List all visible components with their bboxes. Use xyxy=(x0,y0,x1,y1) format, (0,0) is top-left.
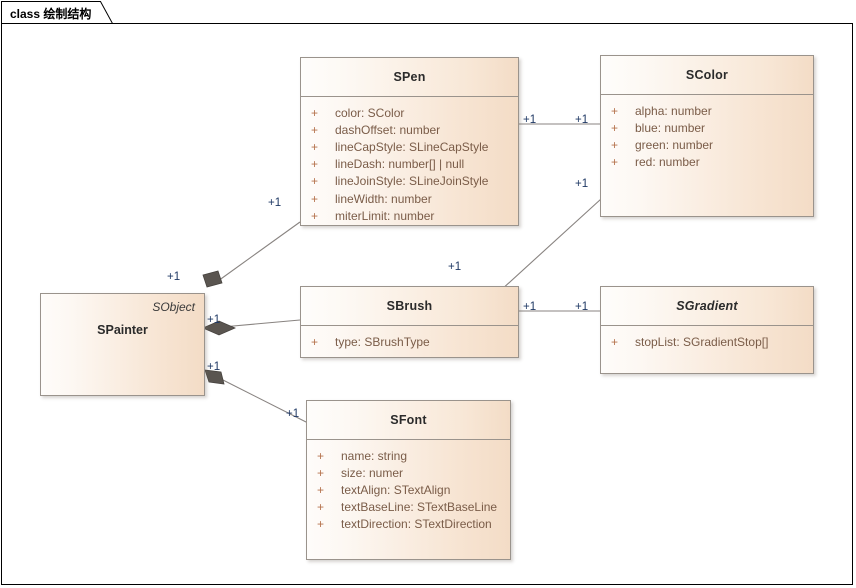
attribute-text: miterLimit: number xyxy=(335,208,435,223)
multiplicity-painter-font-src: +1 xyxy=(207,361,221,373)
class-attributes-sfont: + name: string + size: numer + textAlign… xyxy=(307,440,510,539)
multiplicity-brush-gradient-src: +1 xyxy=(523,301,537,313)
attribute-visibility: + xyxy=(311,208,319,223)
tab-shape-icon xyxy=(1,1,113,24)
class-stereotype-spainter: SObject xyxy=(152,300,195,314)
attribute-visibility: + xyxy=(311,105,319,120)
multiplicity-pen-color-src: +1 xyxy=(523,114,537,126)
multiplicity-brush-color-dst: +1 xyxy=(575,178,589,190)
attribute-row: + textBaseLine: STextBaseLine xyxy=(307,499,510,516)
class-attributes-spen: + color: SColor + dashOffset: number + l… xyxy=(301,97,518,230)
attribute-row: + textAlign: STextAlign xyxy=(307,481,510,498)
class-title-sgradient: SGradient xyxy=(676,299,738,313)
multiplicity-painter-pen-dst: +1 xyxy=(268,197,282,209)
attribute-row: + size: numer xyxy=(307,464,510,481)
attribute-row: + alpha: number xyxy=(601,102,813,119)
class-header-scolor: SColor xyxy=(601,56,813,95)
attribute-visibility: + xyxy=(311,174,319,189)
attribute-text: size: numer xyxy=(341,465,404,480)
class-box-sgradient[interactable]: SGradient + stopList: SGradientStop[] xyxy=(600,286,814,374)
class-attributes-sgradient: + stopList: SGradientStop[] xyxy=(601,326,813,356)
attribute-text: color: SColor xyxy=(335,105,405,120)
class-box-spainter-inner: SObject SPainter xyxy=(41,294,204,395)
attribute-visibility: + xyxy=(317,465,325,480)
class-header-sbrush: SBrush xyxy=(301,287,518,326)
attribute-row: + blue: number xyxy=(601,119,813,136)
attribute-row: + lineDash: number[] | null xyxy=(301,156,518,173)
class-title-spainter: SPainter xyxy=(97,323,148,337)
diamond-painter-pen xyxy=(202,270,223,288)
attribute-row: + dashOffset: number xyxy=(301,121,518,138)
multiplicity-painter-brush-src: +1 xyxy=(207,314,221,326)
attribute-text: lineWidth: number xyxy=(335,191,432,206)
class-header-spen: SPen xyxy=(301,58,518,97)
class-header-sgradient: SGradient xyxy=(601,287,813,326)
attribute-visibility: + xyxy=(317,448,325,463)
class-attributes-scolor: + alpha: number + blue: number + green: … xyxy=(601,95,813,177)
attribute-row: + stopList: SGradientStop[] xyxy=(601,333,813,350)
class-box-sbrush[interactable]: SBrush + type: SBrushType xyxy=(300,286,519,358)
attribute-row: + miterLimit: number xyxy=(301,207,518,224)
attribute-visibility: + xyxy=(611,120,619,135)
attribute-text: stopList: SGradientStop[] xyxy=(635,334,769,349)
class-title-sfont: SFont xyxy=(390,413,427,427)
class-box-sfont[interactable]: SFont + name: string + size: numer + tex… xyxy=(306,400,511,560)
class-title-scolor: SColor xyxy=(685,68,729,82)
attribute-visibility: + xyxy=(311,139,319,154)
diagram-tab[interactable]: class 绘制结构 xyxy=(1,1,113,24)
diagram-tab-label: class 绘制结构 xyxy=(10,7,92,21)
attribute-text: textDirection: STextDirection xyxy=(341,517,492,532)
attribute-row: + name: string xyxy=(307,447,510,464)
attribute-row: + red: number xyxy=(601,154,813,171)
attribute-visibility: + xyxy=(611,103,619,118)
attribute-row: + color: SColor xyxy=(301,104,518,121)
multiplicity-painter-font-dst: +1 xyxy=(286,408,300,420)
attribute-visibility: + xyxy=(611,137,619,152)
attribute-visibility: + xyxy=(611,155,619,170)
multiplicity-painter-pen-src: +1 xyxy=(167,271,181,283)
attribute-text: textBaseLine: STextBaseLine xyxy=(341,500,498,515)
link-painter-brush xyxy=(221,319,301,328)
attribute-text: dashOffset: number xyxy=(335,122,441,137)
attribute-text: lineJoinStyle: SLineJoinStyle xyxy=(335,174,489,189)
class-box-scolor[interactable]: SColor + alpha: number + blue: number + … xyxy=(600,55,814,217)
class-header-sfont: SFont xyxy=(307,401,510,440)
attribute-visibility: + xyxy=(317,482,325,497)
attribute-row: + lineJoinStyle: SLineJoinStyle xyxy=(301,173,518,190)
class-attributes-sbrush: + type: SBrushType xyxy=(301,326,518,356)
multiplicity-pen-color-dst: +1 xyxy=(575,114,589,126)
attribute-text: textAlign: STextAlign xyxy=(341,482,451,497)
attribute-visibility: + xyxy=(311,334,319,349)
attribute-row: + type: SBrushType xyxy=(301,333,518,350)
attribute-visibility: + xyxy=(311,122,319,137)
attribute-visibility: + xyxy=(311,157,319,172)
attribute-row: + lineWidth: number xyxy=(301,190,518,207)
link-painter-pen xyxy=(217,221,301,282)
class-box-spen[interactable]: SPen + color: SColor + dashOffset: numbe… xyxy=(300,57,519,226)
diagram-frame-top-edge xyxy=(107,23,853,24)
attribute-text: lineCapStyle: SLineCapStyle xyxy=(335,139,489,154)
attribute-row: + green: number xyxy=(601,136,813,153)
class-title-sbrush: SBrush xyxy=(386,299,433,313)
attribute-text: alpha: number xyxy=(635,103,712,118)
attribute-visibility: + xyxy=(317,517,325,532)
class-title-spen: SPen xyxy=(393,70,426,84)
attribute-text: lineDash: number[] | null xyxy=(335,157,465,172)
class-box-spainter[interactable]: SObject SPainter xyxy=(40,293,205,396)
multiplicity-brush-gradient-dst: +1 xyxy=(575,301,589,313)
attribute-text: name: string xyxy=(341,448,408,463)
attribute-text: red: number xyxy=(635,155,700,170)
attribute-text: green: number xyxy=(635,137,714,152)
attribute-row: + lineCapStyle: SLineCapStyle xyxy=(301,138,518,155)
attribute-row: + textDirection: STextDirection xyxy=(307,516,510,533)
attribute-text: blue: number xyxy=(635,120,706,135)
attribute-visibility: + xyxy=(317,500,325,515)
multiplicity-brush-color-src: +1 xyxy=(448,261,462,273)
attribute-visibility: + xyxy=(311,191,319,206)
attribute-text: type: SBrushType xyxy=(335,334,430,349)
attribute-visibility: + xyxy=(611,334,619,349)
